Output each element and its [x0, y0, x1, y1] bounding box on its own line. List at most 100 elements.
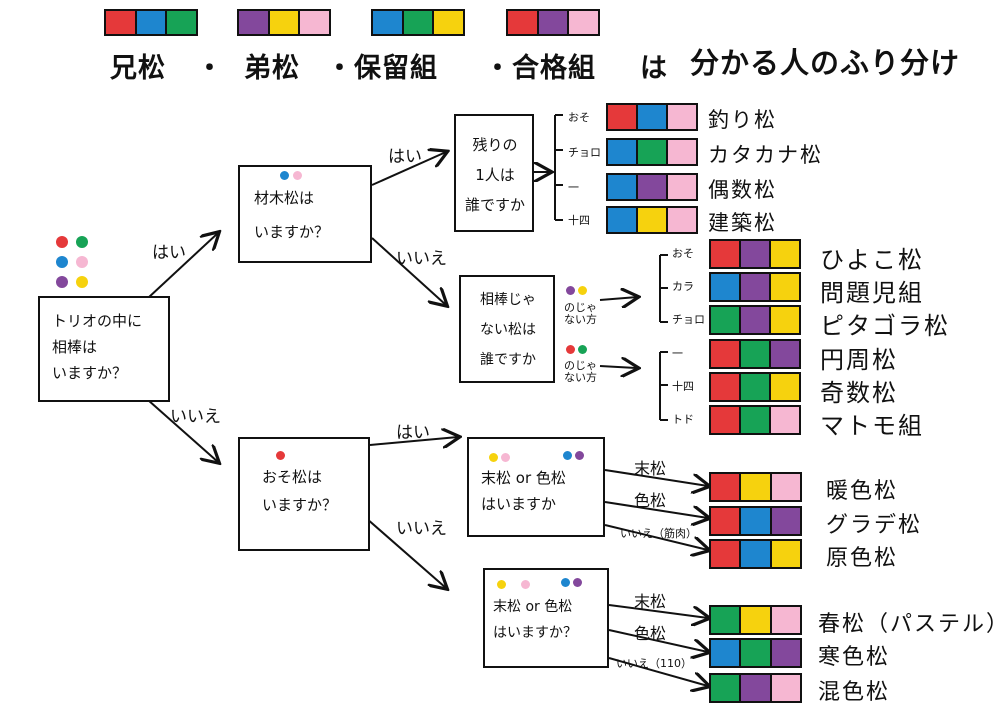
color-combo-strip: redbluepink: [606, 103, 698, 131]
color-swatch: green: [741, 640, 772, 666]
dot-blue: [563, 451, 572, 460]
color-swatch: blue: [373, 11, 404, 34]
branch-label: チョロ: [568, 146, 601, 159]
result-name: 寒色松: [818, 645, 891, 670]
question-remaining-box: 残りの 1人は 誰ですか: [454, 114, 534, 232]
color-swatch: purple: [741, 307, 771, 333]
branch-label: おそ: [568, 111, 590, 124]
branch-label: カラ: [672, 280, 694, 293]
color-swatch: yellow: [638, 208, 668, 232]
color-swatch: red: [711, 374, 741, 400]
color-swatch: purple: [239, 11, 270, 34]
result-name: 釣り松: [708, 108, 777, 132]
question-trio-text: トリオの中に 相棒は いますか？: [52, 312, 143, 382]
dot-blue: [280, 171, 289, 180]
edge-lower-sue: 末松: [634, 592, 667, 611]
color-combo-strip: redyellowpink: [709, 472, 802, 502]
color-swatch: red: [508, 11, 539, 34]
dot-green: [578, 345, 587, 354]
result-name: 問題児組: [820, 279, 924, 307]
edge-partner-a: のじゃない方: [564, 301, 597, 326]
result-name: 春松（パステル）: [818, 612, 1000, 637]
color-swatch: green: [711, 607, 742, 633]
color-swatch: pink: [771, 607, 800, 633]
color-swatch: yellow: [741, 607, 772, 633]
color-swatch: purple: [538, 11, 570, 34]
color-swatch: pink: [668, 208, 696, 232]
question-sue-lower-box: 末松 or 色松 はいますか？: [483, 568, 609, 668]
color-swatch: pink: [771, 407, 799, 433]
color-swatch: purple: [638, 175, 668, 199]
edge-lower-no: いいえ（110）: [616, 657, 692, 670]
header-younger: 弟松: [244, 53, 300, 84]
arrow-upper-no: [604, 524, 708, 550]
color-combo-strip: greenpurplepink: [709, 673, 802, 703]
color-swatch: pink: [668, 140, 696, 164]
color-swatch: blue: [711, 274, 741, 300]
color-combo-strip: redpurpleyellow: [709, 239, 801, 269]
branch-label: 一: [568, 181, 579, 194]
result-name: 建築松: [708, 211, 777, 235]
color-swatch: yellow: [269, 11, 301, 34]
color-swatch: pink: [771, 474, 800, 500]
color-swatch: green: [741, 374, 771, 400]
color-swatch: blue: [741, 508, 772, 534]
color-swatch: red: [711, 241, 741, 267]
branch-label: 十四: [672, 380, 694, 393]
result-name: ピタゴラ松: [820, 312, 950, 340]
branch-label: 一: [672, 347, 683, 360]
bracket-remaining: [554, 114, 563, 221]
color-swatch: red: [711, 508, 742, 534]
question-oso-text: おそ松は いますか？: [262, 468, 338, 514]
color-combo-strip: redblueyellow: [709, 539, 802, 569]
question-sue-lower-text: 末松 or 色松 はいますか？: [493, 599, 577, 641]
color-combo-strip: redgreenpink: [709, 405, 801, 435]
color-swatch: blue: [638, 105, 668, 129]
color-swatch: green: [711, 307, 741, 333]
header-brother-dot: ・: [196, 53, 224, 84]
result-name: 暖色松: [826, 479, 899, 504]
arrow-lower-iro: [608, 629, 708, 652]
edge-oso-yes: はい: [396, 423, 430, 443]
dot-yellow: [489, 453, 498, 462]
arrow-oso-no: [365, 517, 446, 588]
color-swatch: purple: [771, 640, 800, 666]
question-trio-box: トリオの中に 相棒は いますか？: [38, 296, 170, 402]
arrow-lower-sue: [608, 604, 708, 618]
color-swatch: blue: [608, 140, 638, 164]
branch-label: チョロ: [672, 313, 705, 326]
color-combo-strip: blueyellowpink: [606, 206, 698, 234]
dot-yellow: [497, 580, 506, 589]
color-swatch: green: [403, 11, 435, 34]
bracket-partner-b: [659, 351, 668, 421]
result-name: マトモ組: [820, 412, 924, 440]
arrow-upper-sue: [604, 469, 708, 486]
color-swatch: pink: [771, 675, 800, 701]
edge-trio-no: いいえ: [170, 407, 221, 427]
arrow-trio-no: [147, 399, 218, 462]
branch-label: おそ: [672, 247, 694, 260]
dot-purple: [56, 276, 68, 288]
edge-upper-iro: 色松: [634, 491, 667, 510]
color-swatch: green: [741, 341, 771, 367]
edge-lower-iro: 色松: [634, 624, 667, 643]
edge-oso-no: いいえ: [396, 519, 447, 539]
result-name: 偶数松: [708, 178, 777, 202]
color-swatch: yellow: [771, 274, 799, 300]
edge-upper-no: いいえ（筋肉）: [620, 527, 697, 540]
color-swatch: green: [711, 675, 742, 701]
question-zaimoku-text: 材木松は いますか？: [254, 189, 330, 241]
branch-label: 十四: [568, 214, 590, 227]
question-remaining-text: 残りの 1人は 誰ですか: [464, 136, 525, 214]
arrow-oso-yes: [369, 437, 458, 445]
color-swatch: blue: [741, 541, 772, 567]
color-swatch: purple: [741, 274, 771, 300]
color-swatch: green: [167, 11, 197, 34]
result-name: カタカナ松: [708, 143, 823, 167]
result-name: ひよこ松: [820, 246, 924, 274]
color-swatch: red: [711, 341, 741, 367]
question-sue-upper-box: 末松 or 色松 はいますか: [467, 437, 605, 537]
color-swatch: yellow: [434, 11, 464, 34]
edge-trio-yes: はい: [152, 243, 186, 263]
